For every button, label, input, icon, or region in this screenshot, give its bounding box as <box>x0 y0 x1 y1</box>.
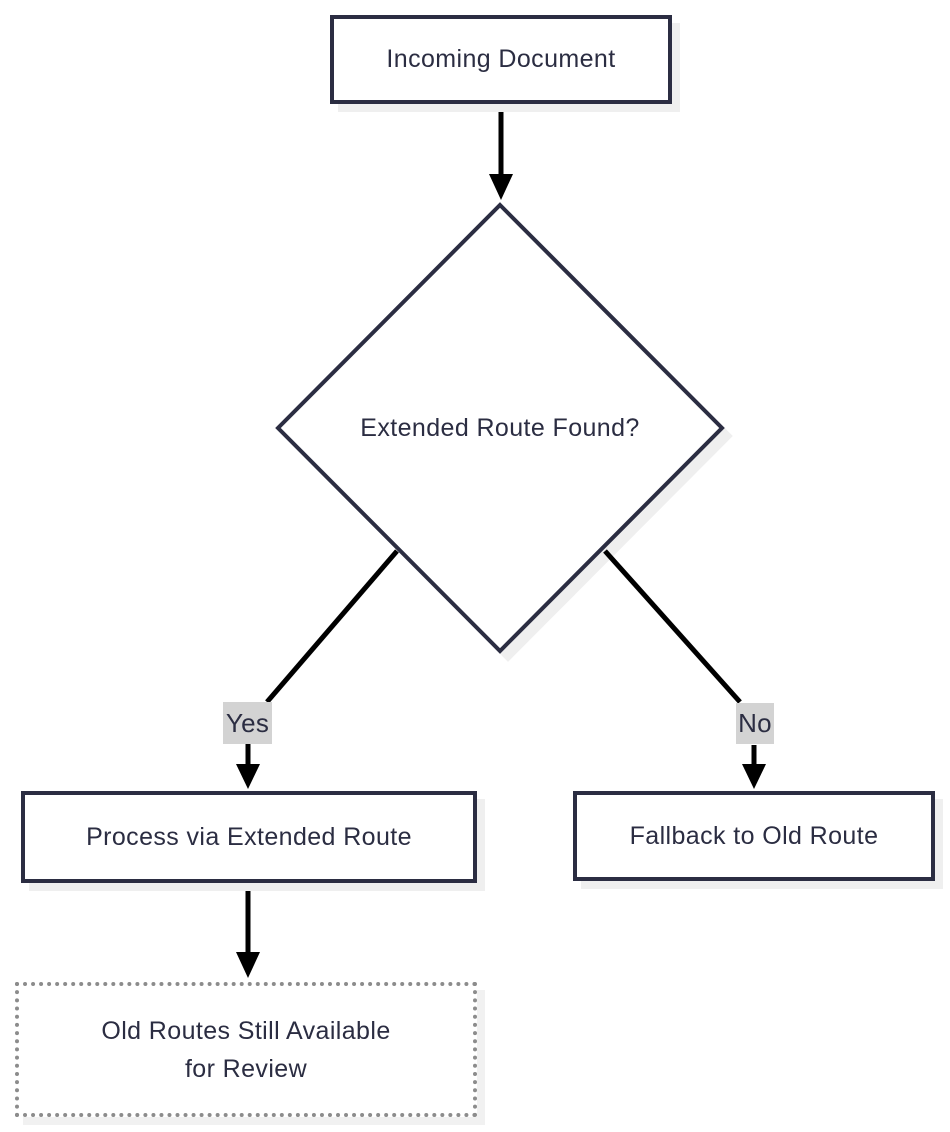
edge-label-yes: Yes <box>223 702 272 744</box>
edge-decision-to-no <box>603 549 742 704</box>
node-process-via-extended-route: Process via Extended Route <box>21 791 477 883</box>
node-decision-label: Extended Route Found? <box>360 414 640 442</box>
edge-decision-to-yes <box>265 549 399 704</box>
edge-label-no: No <box>736 703 774 744</box>
arrowhead-process-to-review <box>236 952 260 978</box>
node-review-label-line1: Old Routes Still Available <box>101 1016 391 1045</box>
arrowhead-yes-to-process <box>236 764 260 789</box>
arrowhead-no-to-fallback <box>742 764 766 789</box>
node-old-routes-review: Old Routes Still Available for Review <box>15 982 477 1117</box>
node-incoming-document-label: Incoming Document <box>386 45 616 73</box>
node-process-label: Process via Extended Route <box>86 822 412 851</box>
node-incoming-document: Incoming Document <box>330 15 672 104</box>
node-fallback-label: Fallback to Old Route <box>629 821 879 850</box>
decision-diamond <box>275 202 725 654</box>
node-review-label-line2: for Review <box>184 1054 308 1083</box>
node-fallback-to-old-route: Fallback to Old Route <box>573 791 935 881</box>
arrowhead-incoming-to-decision <box>489 174 513 200</box>
